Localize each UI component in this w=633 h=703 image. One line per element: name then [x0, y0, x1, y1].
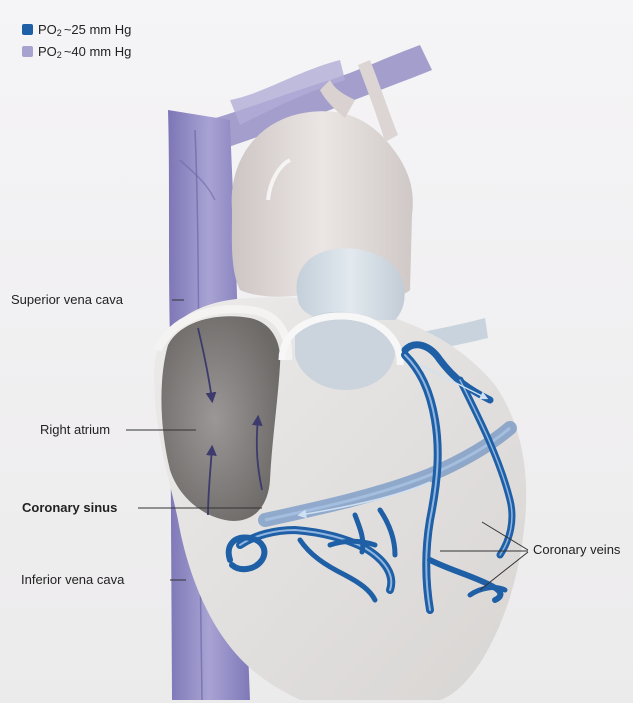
coronary-sinus-core [264, 426, 511, 522]
label-right-atrium: Right atrium [40, 422, 111, 437]
leader-coronary-veins-3 [479, 551, 529, 591]
coronary-veins-group [225, 341, 516, 614]
atrium-rim [154, 305, 293, 361]
pulmonary-valve-rim [278, 312, 404, 366]
vein-branch-lower-1 [427, 557, 504, 603]
pulmonary-artery-root [295, 311, 395, 390]
middle-cardiac-vein-highlight [239, 529, 393, 591]
arrow-ivc-into-atrium [206, 444, 217, 516]
svc-lumen-line [179, 159, 216, 201]
pulmonary-artery [296, 248, 405, 320]
aorta-branch-2 [358, 60, 398, 142]
arrow-svc-into-atrium [197, 327, 217, 404]
leader-coronary-veins-1 [481, 521, 529, 551]
legend-value: ~40 mm Hg [63, 43, 132, 59]
legend-swatch-dark-blue [22, 23, 33, 35]
leader-lines [126, 299, 529, 591]
vein-branch-lower-2 [467, 585, 508, 598]
vein-branch-lower-4 [327, 538, 378, 548]
legend-swatch-lavender [22, 45, 33, 57]
label-superior-vena-cava: Superior vena cava [11, 292, 124, 307]
flow-arrows [197, 327, 489, 519]
arrow-sinus-into-atrium [251, 414, 263, 491]
legend-value: ~25 mm Hg [63, 21, 132, 37]
legend-symbol: PO [38, 43, 57, 59]
arrow-sinus-flow [297, 481, 431, 519]
vein-branch-mid [377, 507, 398, 558]
aorta-highlight [266, 158, 292, 201]
arrow-vein-top [419, 364, 489, 400]
legend-symbol: PO [38, 21, 57, 37]
right-atrium-opening [161, 316, 281, 521]
vein-branch-mid-2 [352, 512, 366, 555]
brachiocephalic-vein-right [230, 60, 345, 125]
aorta-branch-1 [320, 80, 355, 118]
legend-subscript: 2 [56, 50, 62, 60]
label-coronary-veins: Coronary veins [533, 542, 621, 557]
aortic-arch [231, 111, 413, 298]
left-marginal-vein-highlight [459, 379, 513, 556]
great-cardiac-vein-highlight [404, 354, 439, 611]
label-inferior-vena-cava: Inferior vena cava [21, 572, 125, 587]
small-cardiac-vein [225, 534, 268, 573]
legend-subscript: 2 [56, 28, 62, 38]
label-coronary-sinus: Coronary sinus [22, 500, 118, 515]
vein-branch-lower-3 [297, 537, 378, 603]
